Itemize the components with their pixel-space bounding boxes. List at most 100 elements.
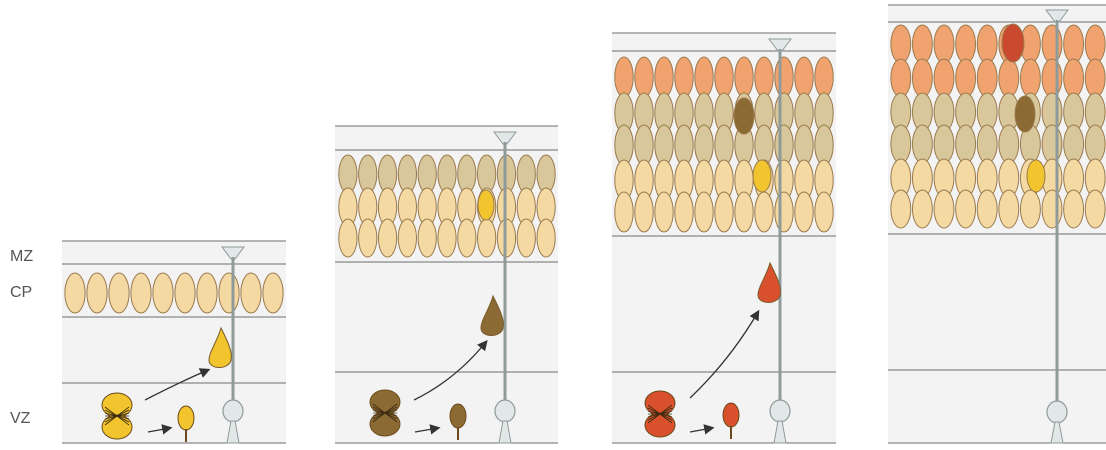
vz-label: VZ [10, 410, 31, 427]
neuron-cell [359, 155, 377, 193]
earliest-neuron [1027, 160, 1045, 192]
panel-background [62, 241, 286, 443]
neuron-cell [755, 192, 773, 232]
neuron-cell [1064, 59, 1084, 97]
neuron-cell [1064, 25, 1084, 63]
neuron-cell [999, 125, 1019, 163]
neuron-cell [635, 192, 653, 232]
neuron-cell [615, 57, 633, 97]
panel-stage-3 [612, 33, 836, 443]
earlier-neuron [734, 98, 754, 134]
neuron-cell [438, 155, 456, 193]
neuron-cell [891, 59, 911, 97]
neuron-cell [912, 190, 932, 228]
panel-stage-4 [888, 5, 1106, 443]
neuron-cell [715, 192, 733, 232]
neuron-cell [695, 192, 713, 232]
neuron-cell [458, 219, 476, 257]
neuron-cell [219, 273, 239, 313]
neuron-cell [735, 192, 753, 232]
neuron-cell [715, 57, 733, 97]
mz-label: MZ [10, 248, 33, 265]
neuron-cell [1064, 190, 1084, 228]
neuron-cell [912, 25, 932, 63]
neuron-cell [615, 125, 633, 165]
neuron-cell [775, 125, 793, 165]
neuron-cell [131, 273, 151, 313]
neuron-cell [775, 57, 793, 97]
neuron-cell [87, 273, 107, 313]
neuron-cell [1085, 125, 1105, 163]
neuron-cell [675, 57, 693, 97]
neuron-cell [1085, 190, 1105, 228]
neuron-cell [815, 125, 833, 165]
neuron-cell [715, 125, 733, 165]
neuron-cell [197, 273, 217, 313]
neuron-cell [175, 273, 195, 313]
neuron-cell [977, 190, 997, 228]
neuron-cell [755, 57, 773, 97]
neuron-cell [912, 59, 932, 97]
neuron-cell [956, 190, 976, 228]
neuron-cell [891, 190, 911, 228]
radial-glia-soma [1047, 401, 1067, 423]
daughter-cell [450, 404, 466, 428]
neuron-cell [517, 219, 535, 257]
neuron-cell [934, 25, 954, 63]
neuron-cell [378, 155, 396, 193]
radial-glia-soma [770, 400, 790, 422]
neuron-cell [1042, 25, 1062, 63]
neuron-cell [109, 273, 129, 313]
neuron-cell [755, 125, 773, 165]
neuron-cell [815, 57, 833, 97]
neuron-cell [934, 125, 954, 163]
neuron-cell [655, 57, 673, 97]
neuron-cell [891, 125, 911, 163]
neuron-cell [655, 125, 673, 165]
panel-stage-2 [335, 126, 558, 443]
neuron-cell [977, 25, 997, 63]
neuron-cell [478, 155, 496, 193]
neuron-cell [398, 219, 416, 257]
neuron-cell [775, 192, 793, 232]
neuron-cell [359, 219, 377, 257]
neuron-cell [1042, 125, 1062, 163]
neuron-cell [1042, 59, 1062, 97]
neuron-cell [695, 125, 713, 165]
neuron-cell [438, 219, 456, 257]
neuron-cell [1064, 125, 1084, 163]
daughter-cell [178, 406, 194, 430]
neuron-cell [1085, 59, 1105, 97]
neuron-cell [1020, 190, 1040, 228]
latest-neuron [1002, 24, 1024, 62]
neuron-cell [956, 125, 976, 163]
panel-stage-1 [62, 241, 286, 443]
neuron-cell [478, 219, 496, 257]
neuron-cell [65, 273, 85, 313]
neuron-cell [418, 155, 436, 193]
neuron-cell [815, 192, 833, 232]
neuron-cell [912, 125, 932, 163]
neuron-cell [977, 125, 997, 163]
neuron-cell [398, 155, 416, 193]
neuron-cell [795, 125, 813, 165]
neuron-cell [241, 273, 261, 313]
neuron-cell [655, 192, 673, 232]
neuron-cell [537, 155, 555, 193]
neuron-cell [934, 59, 954, 97]
neuron-cell [795, 192, 813, 232]
radial-glia-soma [495, 400, 515, 422]
neuron-cell [891, 25, 911, 63]
cp-label: CP [10, 284, 32, 301]
neuron-cell [977, 59, 997, 97]
earlier-neuron [478, 190, 494, 220]
neuron-cell [999, 59, 1019, 97]
neuron-cell [635, 57, 653, 97]
neuron-cell [1042, 190, 1062, 228]
neuron-cell [695, 57, 713, 97]
neuron-cell [339, 155, 357, 193]
neuron-cell [934, 190, 954, 228]
radial-glia-soma [223, 400, 243, 422]
daughter-cell [723, 403, 739, 427]
